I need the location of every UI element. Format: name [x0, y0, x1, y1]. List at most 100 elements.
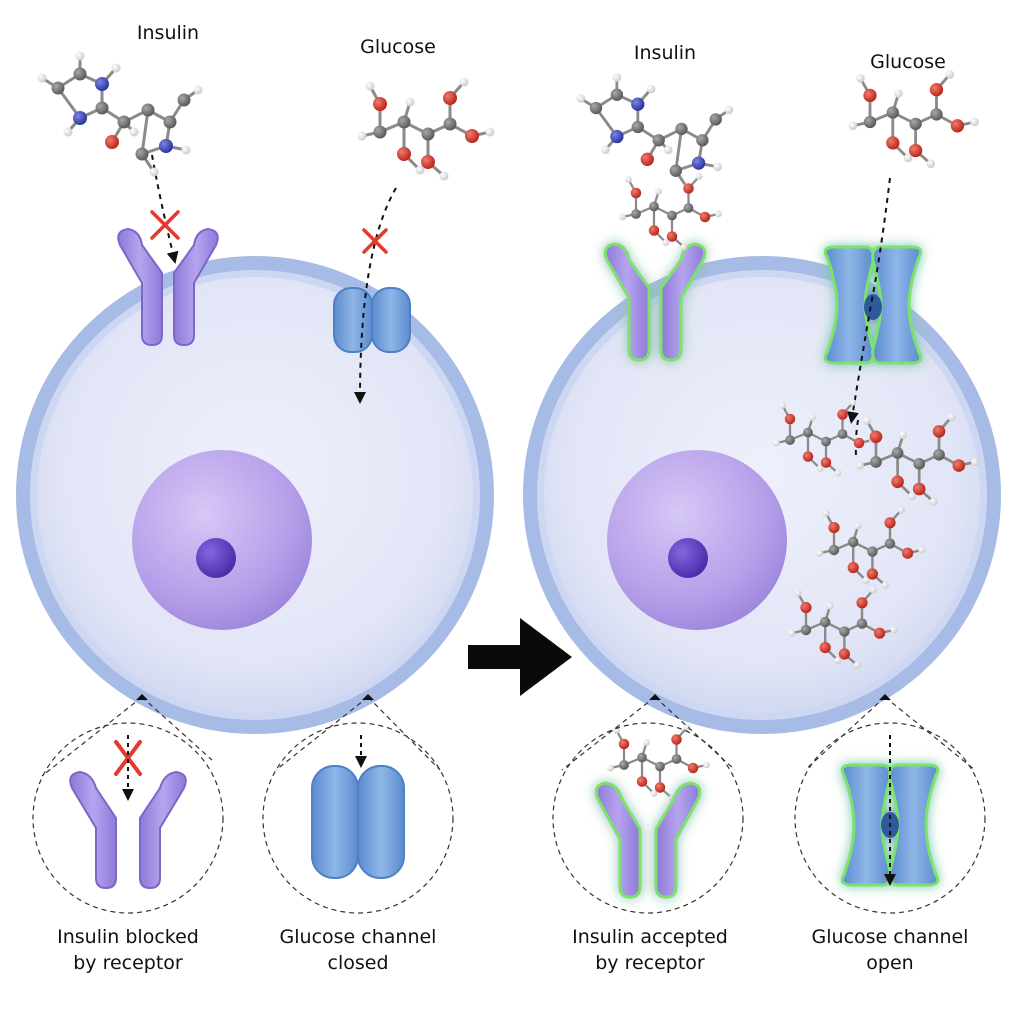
- atom: [890, 626, 897, 633]
- atom: [150, 168, 159, 177]
- atom: [611, 89, 623, 101]
- atom: [838, 429, 848, 439]
- atom: [398, 116, 411, 129]
- atom: [631, 209, 641, 219]
- atom: [817, 465, 824, 472]
- atom: [619, 760, 629, 770]
- right-channel-icon: [825, 247, 921, 363]
- atom: [870, 431, 883, 444]
- bound-glucose-molecule-icon: [619, 173, 722, 250]
- atom: [891, 476, 904, 489]
- atom: [874, 628, 885, 639]
- atom: [933, 425, 946, 438]
- atom: [809, 414, 816, 421]
- atom: [933, 449, 945, 461]
- atom: [136, 148, 149, 161]
- atom: [675, 123, 687, 135]
- left-insulin-molecule-icon: [38, 52, 203, 177]
- atom: [864, 116, 876, 128]
- atom: [948, 413, 956, 421]
- left-insulin-label: Insulin: [88, 22, 248, 44]
- right-glucose-molecule-icon: [849, 70, 979, 168]
- left-receptor-caption-line1: Insulin blocked: [18, 924, 238, 950]
- atom: [406, 98, 415, 107]
- bond: [676, 129, 682, 171]
- atom: [908, 492, 916, 500]
- atom: [643, 739, 650, 746]
- atom: [854, 522, 861, 529]
- atom: [663, 239, 670, 246]
- atom: [927, 160, 936, 169]
- atom: [142, 104, 155, 117]
- atom: [971, 458, 979, 466]
- atom: [856, 597, 867, 608]
- atom: [820, 617, 830, 627]
- atom: [904, 154, 913, 163]
- atom: [816, 550, 823, 557]
- atom: [74, 68, 87, 81]
- atom: [835, 470, 842, 477]
- atom: [688, 763, 699, 774]
- atom: [625, 176, 632, 183]
- atom: [894, 89, 903, 98]
- atom: [800, 602, 811, 613]
- atom: [649, 202, 659, 212]
- atom: [715, 211, 722, 218]
- atom: [870, 586, 877, 593]
- atom: [182, 146, 191, 155]
- atom: [672, 754, 682, 764]
- atom: [632, 121, 644, 133]
- atom: [773, 440, 780, 447]
- atom: [803, 451, 814, 462]
- atom: [486, 128, 495, 137]
- atom: [892, 447, 904, 459]
- atom: [803, 428, 813, 438]
- atom: [601, 146, 610, 155]
- atom: [631, 98, 644, 111]
- atom: [610, 130, 623, 143]
- atom: [96, 102, 109, 115]
- atom: [913, 458, 925, 470]
- right-glucose-label: Glucose: [828, 51, 988, 73]
- atom: [590, 102, 602, 114]
- atom: [970, 118, 979, 127]
- atom: [930, 498, 938, 506]
- atom: [909, 118, 921, 130]
- atom: [619, 214, 626, 221]
- right-channel-caption-line2: open: [780, 950, 1000, 976]
- atom: [850, 399, 857, 406]
- atom: [710, 113, 722, 125]
- callout-right-receptor-icon: [596, 783, 700, 897]
- atom: [822, 510, 829, 517]
- atom: [839, 626, 849, 636]
- atom: [112, 64, 121, 73]
- atom: [856, 74, 865, 83]
- atom: [863, 417, 871, 425]
- atom: [164, 116, 177, 129]
- atom: [52, 82, 65, 95]
- atom: [95, 77, 109, 91]
- atom: [637, 776, 648, 787]
- left-channel-caption: Glucose channel closed: [248, 924, 468, 976]
- atom: [898, 506, 905, 513]
- atom: [373, 97, 387, 111]
- atom: [64, 128, 73, 137]
- atom: [951, 119, 964, 132]
- callout-left-receptor-icon: [70, 772, 186, 888]
- atom: [820, 642, 831, 653]
- atom: [785, 435, 795, 445]
- right-receptor-caption-line2: by receptor: [540, 950, 760, 976]
- atom: [870, 456, 882, 468]
- atom: [422, 128, 435, 141]
- atom: [655, 188, 662, 195]
- atom: [788, 630, 795, 637]
- atom: [631, 188, 642, 199]
- left-channel-caption-line2: closed: [248, 950, 468, 976]
- atom: [725, 106, 734, 115]
- atom: [696, 134, 708, 146]
- atom: [667, 211, 677, 221]
- atom: [460, 78, 469, 87]
- atom: [465, 129, 479, 143]
- atom: [607, 765, 614, 772]
